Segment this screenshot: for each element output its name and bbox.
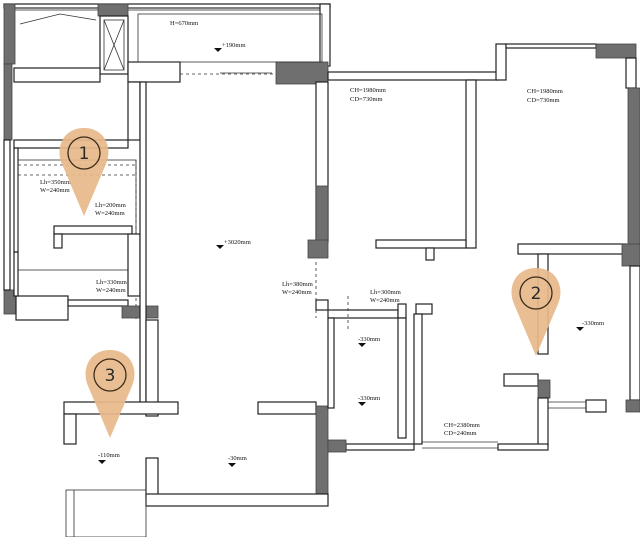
label-w240b: W=240mm <box>95 210 125 217</box>
label-w240e: W=240mm <box>370 297 400 304</box>
label-ch1: CH=1980mm <box>350 87 386 94</box>
label-lh380: Lh=380mm <box>282 281 313 288</box>
dimension-labels: H=670mm +190mm CH=1980mm CD=730mm CH=198… <box>40 20 604 467</box>
label-living-level: +3020mm <box>224 239 251 246</box>
label-w240d: W=240mm <box>282 289 312 296</box>
label-lh300: Lh=300mm <box>370 289 401 296</box>
location-marker-1[interactable]: 1 <box>59 128 109 216</box>
marker-number: 2 <box>531 284 542 304</box>
marker-number: 1 <box>79 144 90 164</box>
label-cd1: CD=730mm <box>350 96 383 103</box>
label-w240c: W=240mm <box>96 287 126 294</box>
label-level-330-a: -330mm <box>358 336 380 343</box>
label-lh200: Lh=200mm <box>95 202 126 209</box>
label-balcony-width: H=670mm <box>170 20 198 27</box>
label-level-330-b: -330mm <box>358 395 380 402</box>
label-level-330-c: -330mm <box>582 320 604 327</box>
location-marker-3[interactable]: 3 <box>85 350 135 438</box>
label-ch2: CH=1980mm <box>527 88 563 95</box>
label-cd3: CD=240mm <box>444 430 477 437</box>
location-marker-2[interactable]: 2 <box>511 268 561 356</box>
marker-number: 3 <box>105 366 116 386</box>
outer-walls <box>3 3 331 321</box>
label-lh330: Lh=330mm <box>96 279 127 286</box>
label-level-30: -30mm <box>228 455 247 462</box>
central-hall <box>63 81 329 537</box>
right-rooms <box>327 43 640 453</box>
label-w240a: W=240mm <box>40 187 70 194</box>
label-balcony-level: +190mm <box>222 42 246 49</box>
label-cd2: CD=730mm <box>527 97 560 104</box>
label-ch3: CH=2380mm <box>444 422 480 429</box>
label-level-110: -110mm <box>98 452 120 459</box>
label-lh350: Lh=350mm <box>40 179 71 186</box>
